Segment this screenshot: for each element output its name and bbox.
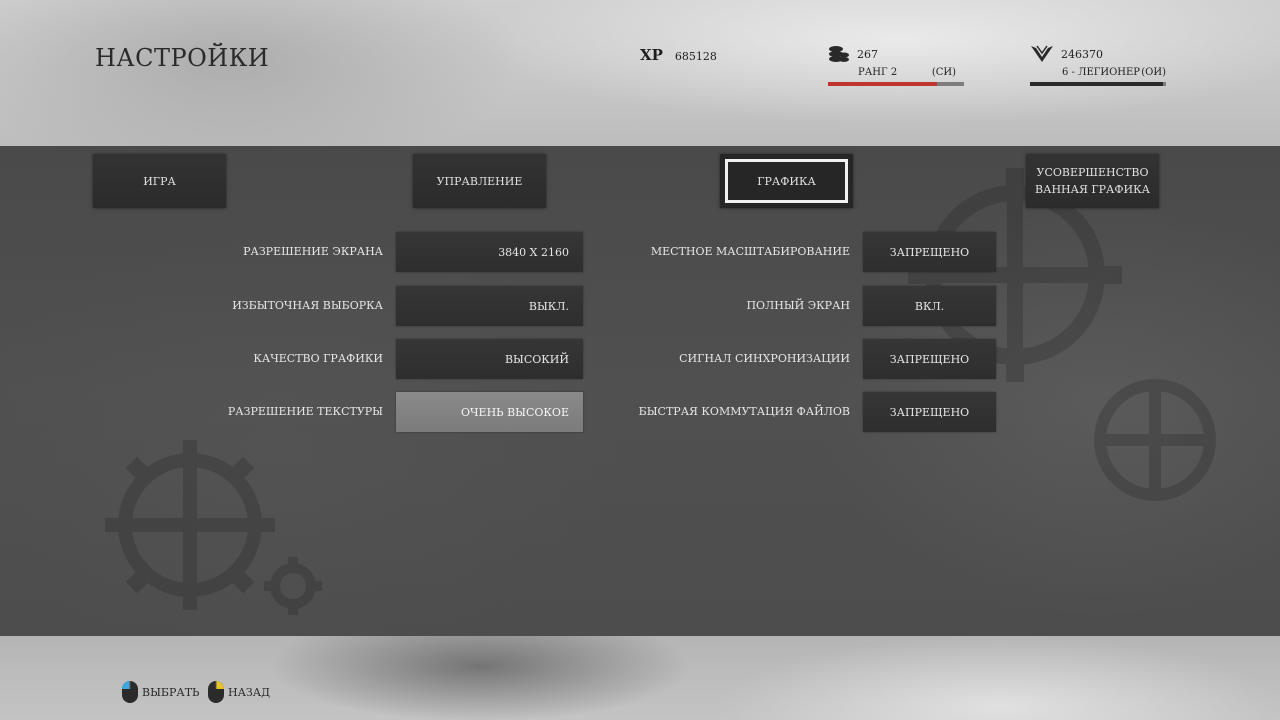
faction-rank-suffix: (ОИ)	[1141, 67, 1166, 78]
setting-label-texture-resolution: РАЗРЕШЕНИЕ ТЕКСТУРЫ	[227, 405, 383, 418]
select-prompt[interactable]: ВЫБРАТЬ	[121, 680, 199, 704]
gear-decoration-small-icon	[264, 557, 322, 615]
rank-progress-bar	[828, 82, 964, 86]
page-title: НАСТРОЙКИ	[95, 44, 270, 72]
setting-value-fullscreen[interactable]: ВКЛ.	[863, 286, 996, 326]
faction-rank-display: 246370 6 - ЛЕГИОНЕР (ОИ)	[1030, 45, 1166, 86]
setting-label-graphics-quality: КАЧЕСТВО ГРАФИКИ	[253, 352, 383, 365]
gear-decoration-right-icon	[908, 168, 1122, 382]
setting-value-text: ЗАПРЕЩЕНО	[889, 245, 970, 259]
setting-value-screen-resolution[interactable]: 3840 X 2160	[396, 232, 583, 272]
setting-value-text: ОЧЕНЬ ВЫСОКОЕ	[461, 405, 569, 419]
mouse-left-click-icon	[122, 681, 138, 703]
rank-progress-fill	[828, 82, 937, 86]
setting-value-text: ВЫКЛ.	[528, 299, 569, 313]
setting-value-local-scaling[interactable]: ЗАПРЕЩЕНО	[863, 232, 996, 272]
setting-label-vsync: СИГНАЛ СИНХРОНИЗАЦИИ	[679, 352, 850, 365]
setting-label-fast-file-switching: БЫСТРАЯ КОММУТАЦИЯ ФАЙЛОВ	[638, 405, 850, 418]
select-prompt-label: ВЫБРАТЬ	[142, 685, 200, 699]
faction-value: 246370	[1061, 47, 1103, 61]
setting-label-local-scaling: МЕСТНОЕ МАСШТАБИРОВАНИЕ	[650, 245, 850, 258]
tab-controls-label: УПРАВЛЕНИЕ	[436, 174, 523, 188]
footer-background	[0, 636, 1280, 720]
back-prompt-label: НАЗАД	[228, 685, 271, 699]
tab-graphics[interactable]: ГРАФИКА	[720, 154, 853, 208]
tab-graphics-label: ГРАФИКА	[757, 174, 816, 188]
xp-value: 685128	[674, 50, 717, 63]
setting-value-texture-resolution[interactable]: ОЧЕНЬ ВЫСОКОЕ	[396, 392, 583, 432]
faction-emblem-icon	[1031, 45, 1053, 62]
gear-decoration-far-right-icon	[1094, 379, 1216, 501]
tab-game[interactable]: ИГРА	[93, 154, 226, 208]
setting-value-vsync[interactable]: ЗАПРЕЩЕНО	[863, 339, 996, 379]
coin-stack-icon	[829, 46, 849, 62]
setting-value-supersampling[interactable]: ВЫКЛ.	[396, 286, 583, 326]
header-background	[0, 0, 1280, 146]
gear-decoration-left-icon	[105, 440, 275, 610]
rank-display: 267 РАНГ 2 (СИ)	[828, 45, 964, 86]
setting-value-text: ВЫСОКИЙ	[504, 352, 569, 366]
faction-progress-bar	[1030, 82, 1166, 86]
back-prompt[interactable]: НАЗАД	[207, 680, 270, 704]
setting-value-text: ЗАПРЕЩЕНО	[889, 405, 970, 419]
faction-rank-label: 6 - ЛЕГИОНЕР	[1062, 67, 1141, 78]
xp-display: XP 685128	[640, 46, 717, 64]
mouse-right-click-icon	[208, 681, 224, 703]
coins-value: 267	[857, 47, 878, 61]
setting-value-fast-file-switching[interactable]: ЗАПРЕЩЕНО	[863, 392, 996, 432]
setting-value-text: ВКЛ.	[914, 299, 945, 313]
setting-label-screen-resolution: РАЗРЕШЕНИЕ ЭКРАНА	[243, 245, 383, 258]
setting-value-text: ЗАПРЕЩЕНО	[889, 352, 970, 366]
setting-label-fullscreen: ПОЛНЫЙ ЭКРАН	[746, 299, 850, 312]
tab-game-label: ИГРА	[143, 174, 176, 188]
rank-label: РАНГ 2	[858, 67, 898, 78]
tab-controls[interactable]: УПРАВЛЕНИЕ	[413, 154, 546, 208]
setting-value-text: 3840 X 2160	[498, 245, 569, 259]
setting-value-graphics-quality[interactable]: ВЫСОКИЙ	[396, 339, 583, 379]
setting-label-supersampling: ИЗБЫТОЧНАЯ ВЫБОРКА	[232, 299, 383, 312]
rank-suffix: (СИ)	[931, 67, 956, 78]
tab-advanced-graphics-label: УСОВЕРШЕНСТВО ВАННАЯ ГРАФИКА	[1035, 166, 1150, 196]
faction-progress-fill	[1030, 82, 1164, 86]
xp-label: XP	[640, 46, 663, 64]
settings-panel-background	[0, 146, 1280, 636]
tab-advanced-graphics[interactable]: УСОВЕРШЕНСТВО ВАННАЯ ГРАФИКА	[1026, 154, 1159, 208]
